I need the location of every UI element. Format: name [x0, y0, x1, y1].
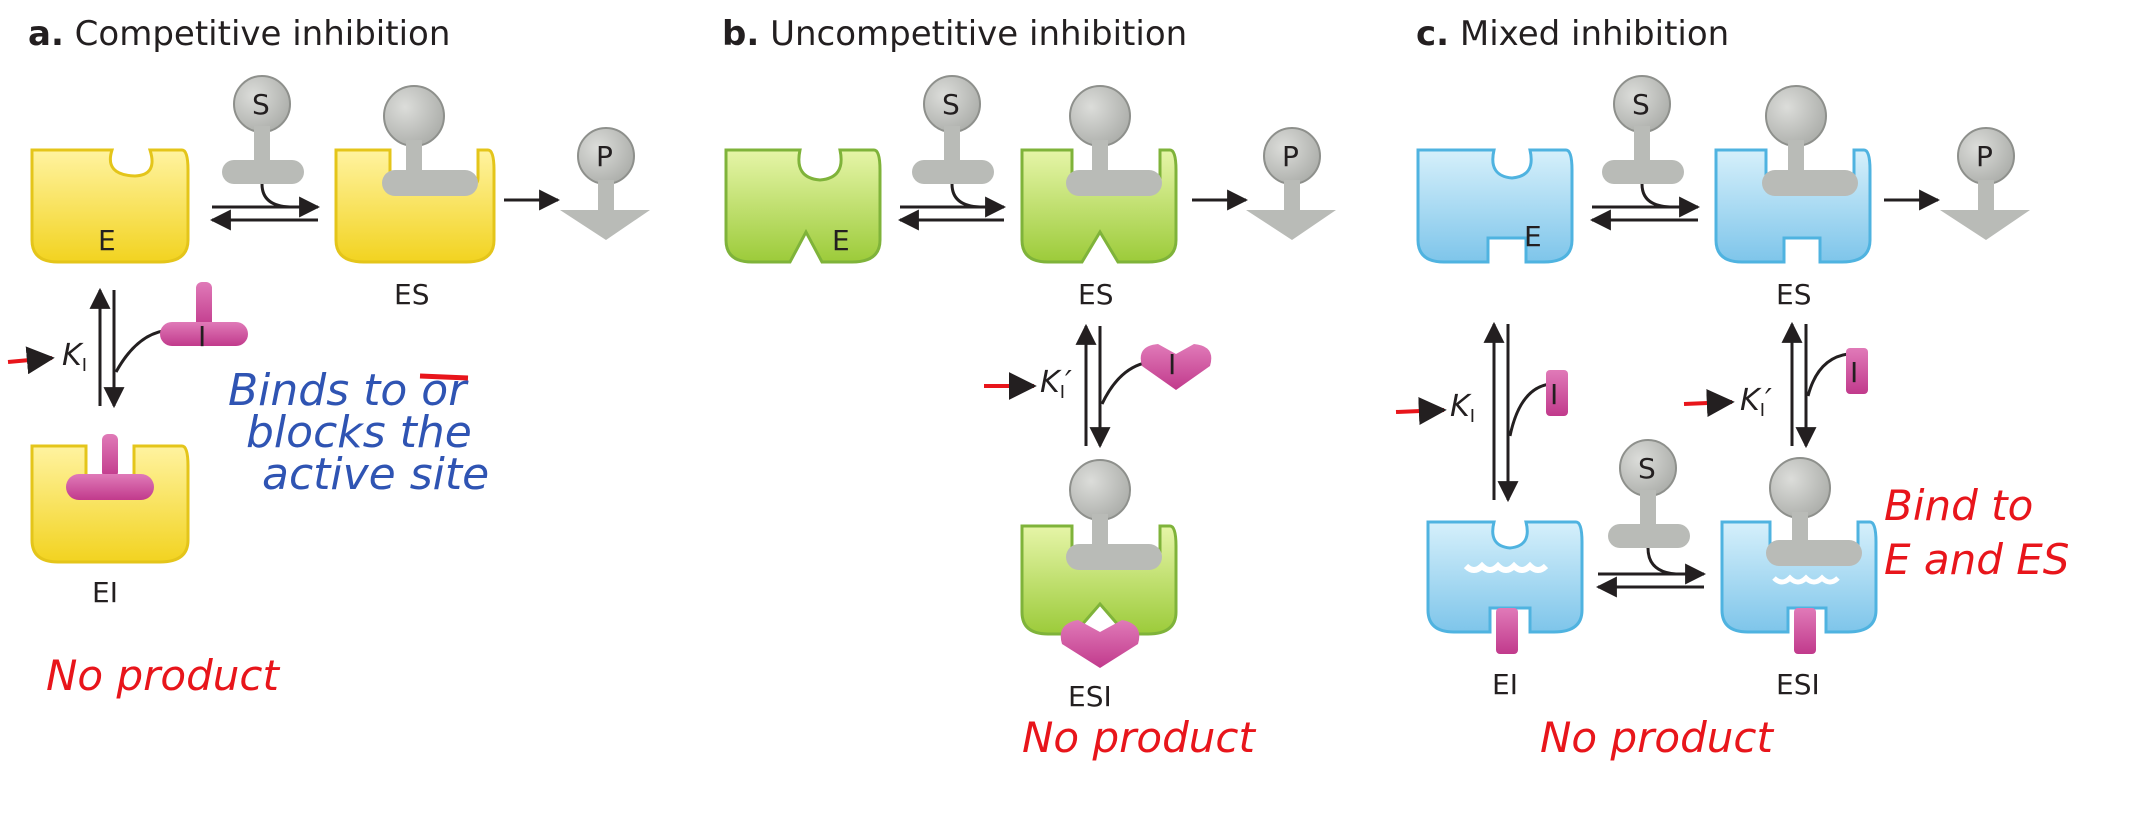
substrate-s-icon-b: S	[912, 75, 994, 184]
label-p-c: P	[1976, 140, 1993, 173]
ki-label-c: KI	[1395, 389, 1475, 427]
label-i-b: I	[1168, 348, 1176, 381]
panel-a: E S ES	[7, 75, 650, 700]
complex-ei-shape: EI	[30, 434, 190, 609]
label-i: I	[198, 320, 206, 353]
complex-ei-shape-c: EI	[1426, 520, 1584, 701]
vertical-equilibrium-b	[1075, 323, 1151, 449]
label-e: E	[98, 224, 116, 257]
label-s-c: S	[1632, 88, 1650, 121]
product-p-icon-c: P	[1940, 127, 2030, 240]
note-bind-line1: Bind to	[1884, 481, 2033, 530]
note-binds-line3: active site	[262, 449, 489, 500]
complex-esi-shape-c: ESI	[1720, 457, 1878, 701]
svg-text:KI: KI	[1450, 389, 1475, 427]
ki-label-a: KI	[7, 338, 87, 376]
ki-prime-label-b: KI′	[984, 365, 1072, 403]
label-es-c: ES	[1776, 278, 1811, 311]
enzyme-e-shape-b: E	[724, 148, 882, 264]
note-bind-line2: E and ES	[1884, 535, 2069, 584]
label-s-b: S	[942, 88, 960, 121]
panel-b-title: b. Uncompetitive inhibition	[722, 14, 1188, 54]
svg-text:KI′: KI′	[1040, 365, 1072, 403]
complex-es-shape: ES	[334, 85, 496, 311]
label-es-b: ES	[1078, 278, 1113, 311]
substrate-s-icon: S	[222, 75, 304, 184]
label-esi-c: ESI	[1776, 668, 1820, 701]
label-ei-c: EI	[1492, 668, 1518, 701]
panel-a-title: a. Competitive inhibition	[28, 14, 451, 54]
product-p-icon: P	[560, 127, 650, 240]
panel-b: E S ES	[724, 75, 1336, 762]
equilibrium-arrows-c	[1589, 183, 1701, 231]
complex-esi-shape: ESI	[1020, 459, 1178, 713]
label-e-b: E	[832, 224, 850, 257]
enzyme-e-shape: E	[30, 148, 190, 264]
note-no-product-a: No product	[46, 651, 280, 700]
label-p: P	[596, 140, 613, 173]
inhibitor-i-icon-c-right	[1846, 348, 1868, 394]
product-p-icon-b: P	[1246, 127, 1336, 240]
label-ei: EI	[92, 576, 118, 609]
or-underline	[419, 373, 469, 381]
label-i-c-right: I	[1850, 356, 1858, 389]
substrate-s-icon-c-bottom: S	[1608, 439, 1690, 548]
label-esi-b: ESI	[1068, 680, 1112, 713]
inhibitor-i-icon-b: I	[1140, 344, 1212, 390]
note-no-product-b: No product	[1022, 713, 1256, 762]
equilibrium-arrows-b	[897, 183, 1007, 231]
label-p-b: P	[1282, 140, 1299, 173]
inhibitor-i-icon: I	[160, 282, 248, 353]
label-s: S	[252, 88, 270, 121]
label-s-c-bottom: S	[1638, 452, 1656, 485]
panel-c-title: c. Mixed inhibition	[1416, 14, 1730, 54]
note-binds-line2: blocks the	[246, 407, 472, 458]
panel-c: E S ES	[1395, 75, 2069, 762]
equilibrium-arrows-c-bottom	[1595, 547, 1707, 598]
note-binds-line1: Binds to or	[228, 365, 469, 416]
label-i-c-left: I	[1550, 378, 1558, 411]
vertical-equilibrium-a	[89, 287, 171, 409]
inhibitor-i-icon-c-left	[1546, 370, 1568, 416]
vertical-equilibrium-c-left	[1483, 321, 1551, 503]
label-e-c: E	[1524, 220, 1542, 253]
note-no-product-c: No product	[1540, 713, 1774, 762]
vertical-equilibrium-c-right	[1781, 321, 1849, 449]
complex-es-shape-c: ES	[1714, 85, 1872, 311]
svg-text:KI: KI	[62, 338, 87, 376]
complex-es-shape-b: ES	[1020, 85, 1178, 311]
svg-text:KI′: KI′	[1740, 383, 1772, 421]
label-es: ES	[394, 278, 429, 311]
substrate-s-icon-c: S	[1602, 75, 1684, 184]
equilibrium-arrows	[209, 183, 321, 231]
enzyme-e-shape-c: E	[1416, 148, 1574, 264]
ki-prime-label-c: KI′	[1683, 383, 1772, 421]
